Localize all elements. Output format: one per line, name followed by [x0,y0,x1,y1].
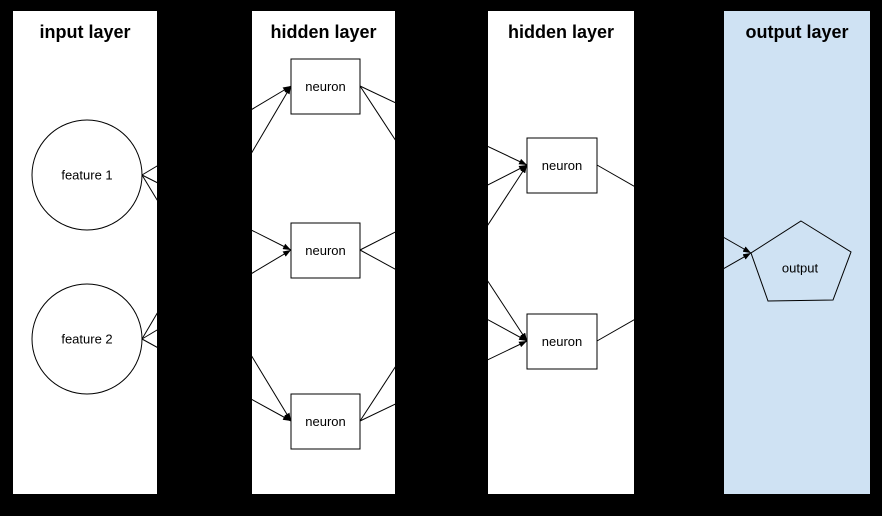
node-output [750,220,852,302]
edge-feature-1-to-neuron-1 [141,85,292,176]
node-neuron-4 [526,137,598,194]
edge-neuron-2-to-neuron-5 [359,249,528,342]
node-feature-1 [31,119,143,231]
node-neuron-2 [290,222,361,279]
node-feature-2-label: feature 2 [61,332,112,347]
node-neuron-2-label: neuron [305,243,345,258]
edge-neuron-3-to-neuron-5 [359,340,528,422]
hidden-layer-2-title: hidden layer [508,22,614,42]
edge-neuron-5-to-output [596,252,752,342]
edge-feature-1-to-neuron-3 [141,174,292,422]
edge-neuron-4-to-output [596,164,752,254]
node-neuron-3-label: neuron [305,414,345,429]
edge-neuron-1-to-neuron-5 [359,85,528,342]
panel-output-layer [724,11,870,494]
output-layer-title: output layer [745,22,848,42]
edge-neuron-2-to-neuron-4 [359,164,528,251]
edge-feature-2-to-neuron-3 [141,338,292,422]
hidden-layer-1-title: hidden layer [270,22,376,42]
edge-neuron-1-to-neuron-4 [359,85,528,166]
edge-feature-2-to-neuron-2 [141,249,292,340]
node-neuron-4-label: neuron [542,158,582,173]
node-feature-1-label: feature 1 [61,168,112,183]
panel-hidden-layer-2 [488,11,634,494]
node-neuron-5-label: neuron [542,334,582,349]
node-neuron-1 [290,58,361,115]
input-layer-title: input layer [39,22,130,42]
edge-feature-2-to-neuron-1 [141,85,292,340]
node-neuron-1-label: neuron [305,79,345,94]
node-feature-2 [31,283,143,395]
node-neuron-3 [290,393,361,450]
panel-input-layer [13,11,157,494]
edge-neuron-3-to-neuron-4 [359,164,528,422]
node-neuron-5 [526,313,598,370]
node-output-label: output [782,261,819,276]
